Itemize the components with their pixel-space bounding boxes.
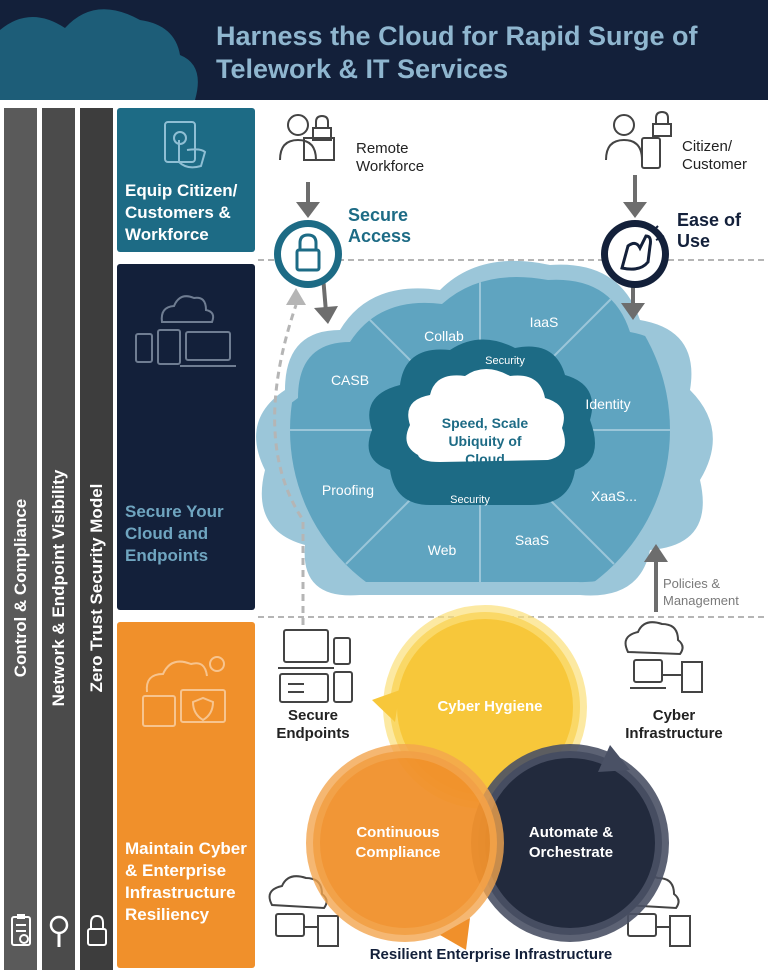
devices-icon	[135, 295, 236, 367]
remote-workforce-label: Remote Workforce	[356, 140, 425, 175]
clipboard-icon	[11, 914, 31, 946]
segment-identity: Identity	[585, 396, 631, 412]
secure-access-label: Secure Access	[348, 205, 412, 246]
cloud-icon	[0, 9, 198, 100]
venn-automate-orchestrate: Automate & Orchestrate	[528, 824, 614, 861]
cloud-center-label: Speed, Scale Ubiquity of Cloud	[441, 415, 529, 467]
footer-label: Resilient Enterprise Infrastructure	[369, 946, 613, 963]
venn-continuous-compliance: Continuous Compliance	[355, 824, 441, 861]
cyber-infrastructure-label: Cyber Infrastructure	[625, 707, 723, 742]
venn-cyber-hygiene: Cyber Hygiene	[437, 698, 543, 715]
panel-maintain: Maintain Cyber & Enterprise Infrastructu…	[117, 622, 255, 968]
infrastructure-icon	[142, 656, 226, 727]
segment-collab: Collab	[424, 328, 464, 344]
bar-network-visibility: Network & Endpoint Visibility	[42, 108, 75, 970]
segment-web: Web	[427, 542, 457, 558]
panel-maintain-label: Maintain Cyber & Enterprise Infrastructu…	[125, 839, 247, 924]
segment-xaas: XaaS...	[591, 488, 637, 504]
panel-equip-label: Equip Citizen/ Customers & Workforce	[125, 181, 238, 244]
header-banner: Harness the Cloud for Rapid Surge of Tel…	[0, 0, 768, 100]
security-top-label: Security	[485, 355, 525, 367]
segment-proofing: Proofing	[321, 482, 375, 498]
segment-iaas: IaaS	[529, 314, 559, 330]
panel-secure-cloud-label: Secure Your Cloud and Endpoints	[125, 502, 224, 565]
policies-management-label: Policies & Management	[663, 576, 739, 608]
bar-control-compliance: Control & Compliance	[4, 108, 37, 970]
panel-equip: Equip Citizen/ Customers & Workforce	[117, 108, 255, 252]
magnifier-icon	[49, 915, 69, 947]
bar-zero-trust: Zero Trust Security Model	[80, 108, 113, 970]
ease-of-use-label: Ease of Use	[677, 210, 742, 251]
page-title: Harness the Cloud for Rapid Surge of Tel…	[216, 21, 698, 84]
segment-saas: SaaS	[514, 532, 550, 548]
panel-secure-cloud: Secure Your Cloud and Endpoints	[117, 264, 255, 610]
security-bottom-label: Security	[450, 494, 490, 506]
lock-icon	[87, 914, 107, 946]
secure-endpoints-label: Secure Endpoints	[276, 707, 350, 742]
segment-casb: CASB	[330, 372, 370, 388]
citizen-label: Citizen/ Customer	[682, 138, 748, 173]
touch-screen-icon	[164, 121, 207, 169]
